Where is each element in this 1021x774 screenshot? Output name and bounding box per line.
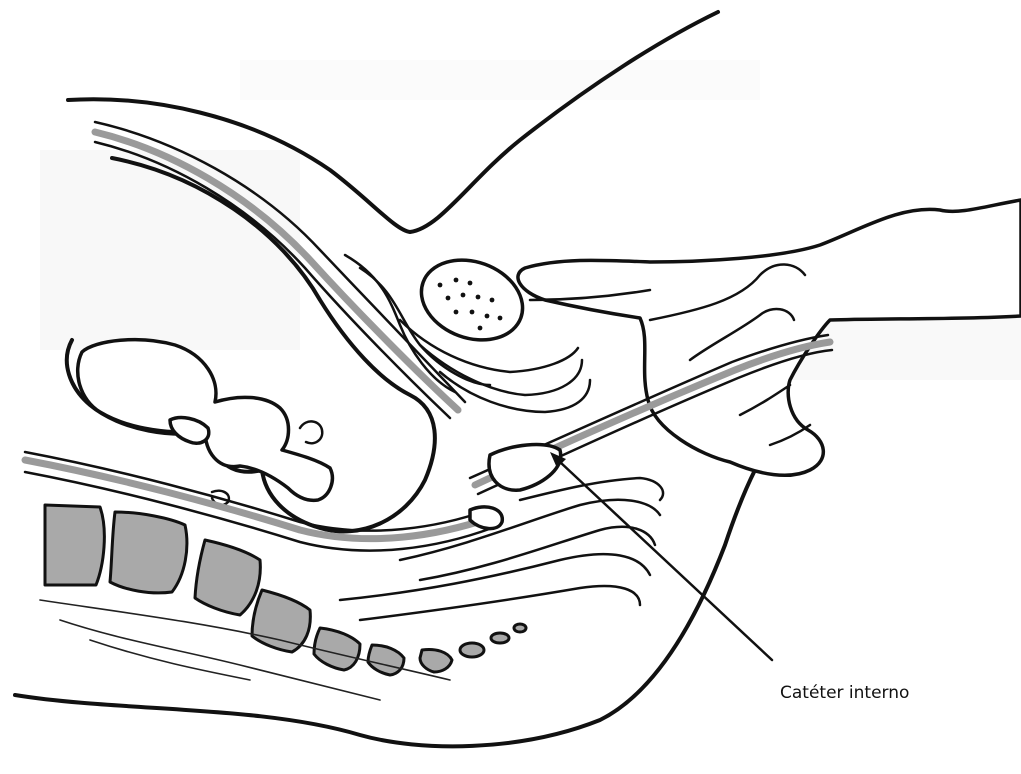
spine [40, 505, 526, 700]
catheter-label: Catéter interno [780, 683, 909, 703]
